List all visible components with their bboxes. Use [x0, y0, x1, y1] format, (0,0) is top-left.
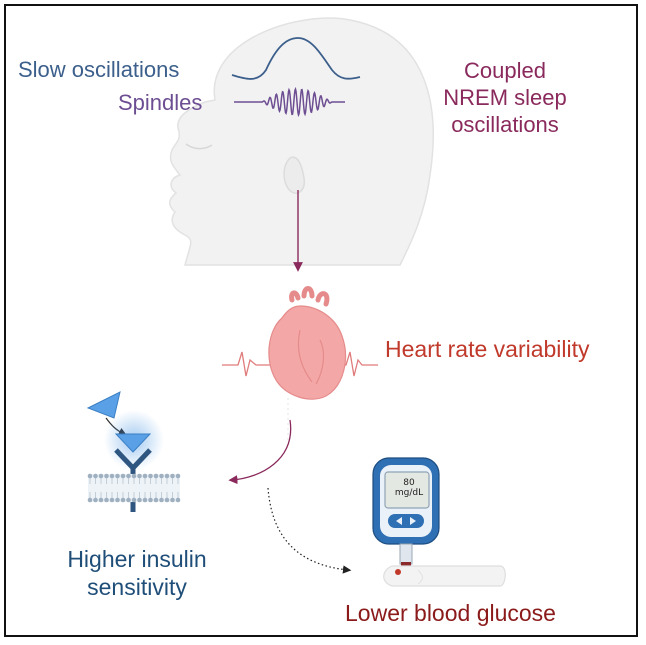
- blood-glucose-label: Lower blood glucose: [345, 600, 556, 626]
- lipid-head: [87, 473, 93, 479]
- lipid-head: [93, 473, 98, 479]
- lipid-head: [131, 473, 137, 479]
- lipid-head: [175, 497, 181, 503]
- finger-icon: [383, 565, 506, 587]
- meter-screen: [384, 471, 430, 509]
- insulin-molecule-icon: [86, 391, 121, 419]
- lipid-head: [109, 497, 115, 503]
- lipid-head: [142, 497, 148, 503]
- lipid-head: [104, 497, 109, 503]
- lipid-head: [98, 497, 104, 503]
- lipid-head: [153, 473, 159, 479]
- lipid-head: [109, 473, 115, 479]
- glucose-meter-icon: [372, 457, 440, 568]
- lipid-head: [175, 473, 181, 479]
- lipid-head: [159, 473, 164, 479]
- lipid-head: [159, 497, 164, 503]
- slow-oscillation-wave: [231, 37, 361, 80]
- heart-rate-variability-label: Heart rate variability: [385, 336, 590, 362]
- heart-to-receptor-arrow: [228, 419, 292, 485]
- lipid-head: [126, 473, 131, 479]
- lipid-head: [164, 473, 170, 479]
- lipid-head: [98, 473, 104, 479]
- lipid-head: [87, 497, 93, 503]
- spindles-label: Spindles: [118, 90, 203, 115]
- lipid-head: [131, 497, 137, 503]
- lipid-head: [137, 473, 142, 479]
- lipid-head: [104, 473, 109, 479]
- lipid-head: [93, 497, 98, 503]
- lipid-head: [164, 497, 170, 503]
- lipid-head: [120, 473, 126, 479]
- lipid-head: [148, 473, 153, 479]
- lipid-head: [153, 497, 159, 503]
- meter-reading: 80 mg/dL: [389, 478, 429, 499]
- lipid-head: [120, 497, 126, 503]
- lipid-head: [126, 497, 131, 503]
- lipid-head: [142, 473, 148, 479]
- coupled-oscillations-label: Coupled NREM sleep oscillations: [443, 58, 567, 137]
- slow-oscillations-label: Slow oscillations: [18, 57, 180, 82]
- cell-membrane: [87, 473, 181, 503]
- spindle-wave: [234, 86, 345, 118]
- heart-to-glucose-arrow: [267, 487, 352, 574]
- ecg-trace: [222, 351, 378, 377]
- lipid-head: [115, 497, 120, 503]
- lipid-head: [170, 473, 175, 479]
- head-silhouette-icon: [169, 17, 434, 266]
- lipid-head: [170, 497, 175, 503]
- blood-drop-icon: [395, 569, 401, 575]
- meter-unit: mg/dL: [394, 488, 424, 499]
- meter-value: 80: [403, 478, 415, 488]
- lipid-head: [148, 497, 153, 503]
- insulin-receptor-icon: [86, 391, 181, 512]
- lipid-head: [137, 497, 142, 503]
- lipid-head: [115, 473, 120, 479]
- insulin-sensitivity-label: Higher insulin sensitivity: [67, 546, 207, 601]
- heart-icon: [268, 286, 347, 400]
